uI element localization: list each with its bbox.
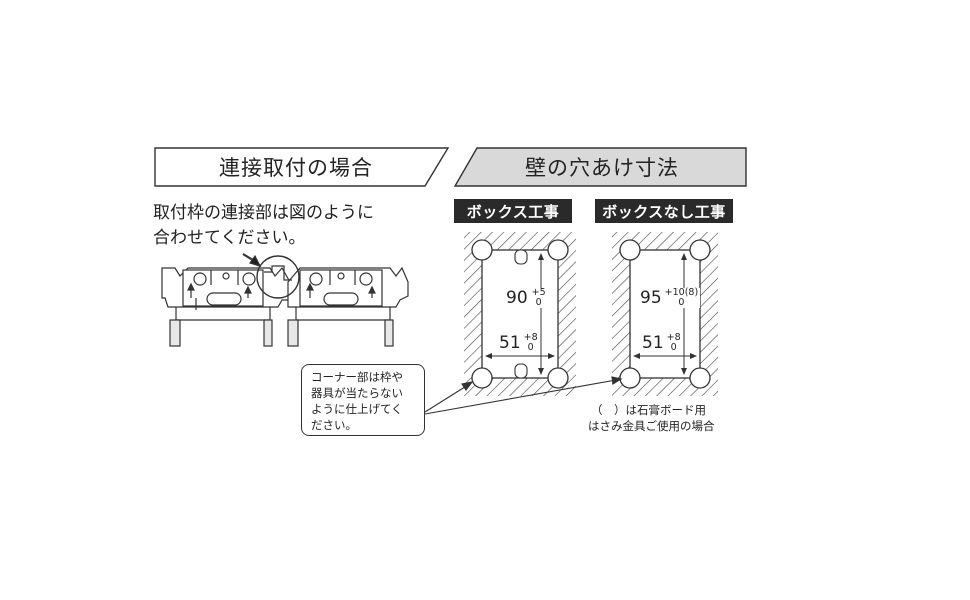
right-header-title: 壁の穴あけ寸法	[525, 156, 679, 180]
width-tolerance-upper: +8	[666, 332, 681, 343]
height-tolerance-upper: +10(8)	[664, 287, 699, 298]
left-header-title: 連接取付の場合	[219, 156, 373, 180]
height-tolerance-upper: +5	[531, 287, 546, 298]
height-tolerance-lower: 0	[535, 297, 542, 308]
panel-no-box-work-drawing	[612, 232, 718, 396]
width-value: 51	[499, 333, 521, 353]
width-value: 51	[642, 333, 664, 353]
panel-box-work-drawing	[464, 232, 576, 396]
instruction-text: 取付枠の連接部は図のように 合わせてください。	[153, 201, 443, 251]
callout-leaders	[424, 376, 623, 415]
callout-line-3: ように仕上げてく	[311, 402, 403, 416]
instruction-line-2: 合わせてください。	[153, 228, 306, 248]
width-dimension-box-work: 51 +8 0	[497, 333, 540, 353]
width-tolerance-lower: 0	[527, 342, 534, 353]
panel-label-no-box-work: ボックスなし工事	[595, 199, 733, 223]
height-value: 90	[506, 288, 528, 308]
left-header-frame	[154, 147, 450, 187]
callout-line-4: ださい。	[311, 418, 357, 432]
height-value: 95	[640, 288, 662, 308]
width-dimension-no-box-work: 51 +8 0	[640, 333, 683, 353]
gypsum-board-footnote: （ ）は石膏ボード用 はさみ金具ご使用の場合	[588, 402, 748, 434]
width-tolerance-upper: +8	[523, 332, 538, 343]
callout-line-2: 器具が当たらない	[311, 386, 403, 400]
mounting-frames-illustration	[161, 253, 409, 347]
height-tolerance-lower: 0	[678, 297, 685, 308]
width-tolerance-lower: 0	[670, 342, 677, 353]
right-header-frame	[453, 147, 747, 187]
corner-note-callout: コーナー部は枠や 器具が当たらない ように仕上げてく ださい。	[301, 364, 425, 436]
height-dimension-no-box-work: 95 +10(8) 0	[638, 287, 701, 308]
panel-label-box-work: ボックス工事	[454, 199, 572, 223]
callout-line-1: コーナー部は枠や	[311, 370, 403, 384]
footnote-line-2: はさみ金具ご使用の場合	[588, 419, 715, 433]
height-dimension-box-work: 90 +5 0	[504, 288, 548, 308]
instruction-line-1: 取付枠の連接部は図のように	[153, 203, 374, 223]
footnote-line-1: （ ）は石膏ボード用	[591, 403, 706, 417]
